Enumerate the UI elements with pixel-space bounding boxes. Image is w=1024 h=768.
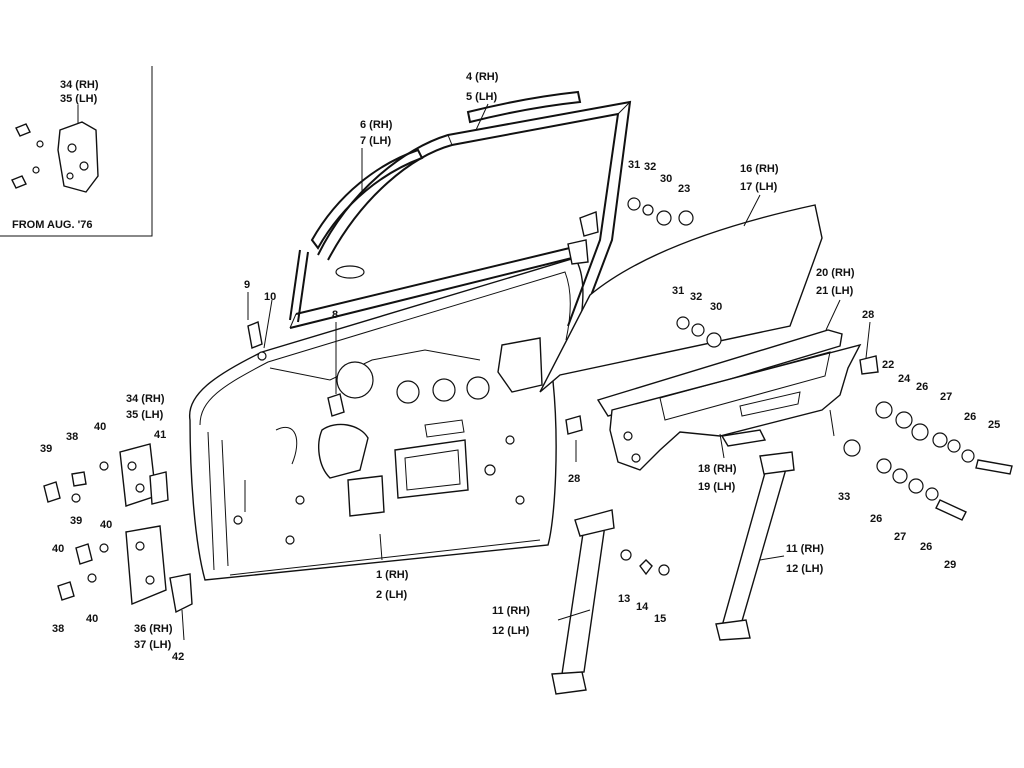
label-35-lh: 35 (LH) <box>126 409 164 421</box>
label-27a: 27 <box>940 391 952 403</box>
label-36-rh: 36 (RH) <box>134 623 173 635</box>
label-21-lh: 21 (LH) <box>816 285 854 297</box>
label-26d: 26 <box>920 541 932 553</box>
label-26b: 26 <box>964 411 976 423</box>
label-37-lh: 37 (LH) <box>134 639 172 651</box>
glass-channel <box>596 329 843 417</box>
weatherstrip-4-5 <box>466 90 582 124</box>
part-labels: 4 (RH) 5 (LH) 6 (RH) 7 (LH) 16 (RH) 17 (… <box>40 71 1000 663</box>
label-28b: 28 <box>862 309 874 321</box>
weatherstrip-6-7 <box>310 148 424 250</box>
label-11-rh-right: 11 (RH) <box>786 543 824 555</box>
label-23: 23 <box>678 183 690 195</box>
label-8: 8 <box>332 309 338 321</box>
regulator-plate <box>609 343 862 471</box>
label-39a: 39 <box>40 443 52 455</box>
label-40a: 40 <box>94 421 106 433</box>
hardware-parts <box>247 197 1013 576</box>
label-26a: 26 <box>916 381 928 393</box>
label-32a: 32 <box>644 161 656 173</box>
label-25: 25 <box>988 419 1000 431</box>
label-32b: 32 <box>690 291 702 303</box>
regulator-arm-right <box>715 451 795 641</box>
label-40b: 40 <box>100 519 112 531</box>
label-6-rh: 6 (RH) <box>360 119 393 131</box>
label-2-lh: 2 (LH) <box>376 589 408 601</box>
label-24: 24 <box>898 373 911 385</box>
label-4-rh: 4 (RH) <box>466 71 499 83</box>
window-frame <box>317 100 632 331</box>
label-40d: 40 <box>86 613 98 625</box>
label-39b: 39 <box>70 515 82 527</box>
label-29: 29 <box>944 559 956 571</box>
inset-hinge <box>57 121 99 193</box>
label-12-lh-left: 12 (LH) <box>492 625 530 637</box>
door-shell <box>189 245 584 581</box>
label-33: 33 <box>838 491 850 503</box>
label-1-rh: 1 (RH) <box>376 569 409 581</box>
label-9: 9 <box>244 279 250 291</box>
label-19-lh: 19 (LH) <box>698 481 736 493</box>
door-glass <box>539 204 823 393</box>
label-13: 13 <box>618 593 630 605</box>
label-18-rh: 18 (RH) <box>698 463 737 475</box>
inset-box: FROM AUG. '76 34 (RH) 35 (LH) <box>0 66 153 237</box>
label-42: 42 <box>172 651 184 663</box>
label-17-lh: 17 (LH) <box>740 181 778 193</box>
label-40c: 40 <box>52 543 64 555</box>
label-22: 22 <box>882 359 894 371</box>
leader-lines <box>181 103 871 641</box>
regulator-arm-left <box>551 509 615 695</box>
label-16-rh: 16 (RH) <box>740 163 779 175</box>
label-7-lh: 7 (LH) <box>360 135 392 147</box>
label-41: 41 <box>154 429 166 441</box>
label-38a: 38 <box>66 431 78 443</box>
inset-caption: FROM AUG. '76 <box>12 219 92 231</box>
label-5-lh: 5 (LH) <box>466 91 498 103</box>
label-28a: 28 <box>568 473 580 485</box>
label-30b: 30 <box>710 301 722 313</box>
hinge-assembly <box>43 443 193 614</box>
label-15: 15 <box>654 613 666 625</box>
label-10: 10 <box>264 291 276 303</box>
inset-label-rh: 34 (RH) <box>60 79 99 91</box>
label-31b: 31 <box>672 285 684 297</box>
label-27b: 27 <box>894 531 906 543</box>
inset-label-lh: 35 (LH) <box>60 93 98 105</box>
label-20-rh: 20 (RH) <box>816 267 855 279</box>
label-12-lh-right: 12 (LH) <box>786 563 824 575</box>
label-34-rh: 34 (RH) <box>126 393 165 405</box>
label-31a: 31 <box>628 159 640 171</box>
label-14: 14 <box>636 601 649 613</box>
label-38b: 38 <box>52 623 64 635</box>
inset-bolt-2 <box>11 175 27 189</box>
label-26c: 26 <box>870 513 882 525</box>
label-30a: 30 <box>660 173 672 185</box>
inset-bolt-1 <box>15 123 31 137</box>
label-11-rh-left: 11 (RH) <box>492 605 530 617</box>
